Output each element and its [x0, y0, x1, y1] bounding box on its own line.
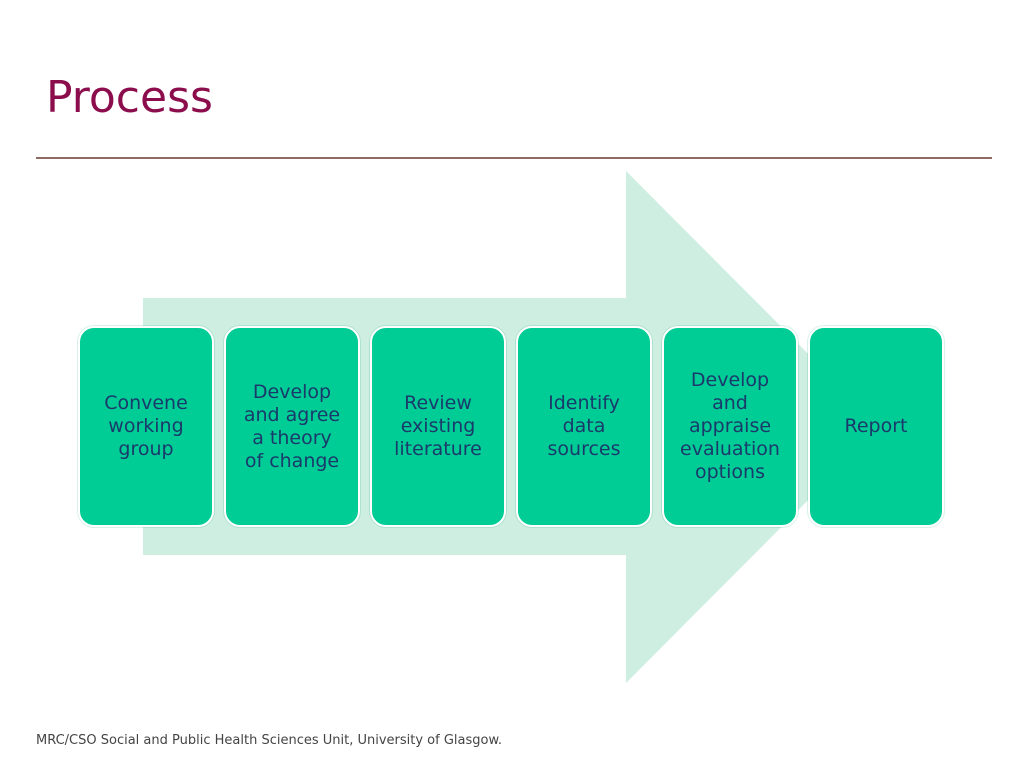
- arrow-shape: [143, 171, 881, 683]
- step-identify-data-sources: Identify data sources: [516, 326, 652, 527]
- slide-title: Process: [46, 72, 213, 123]
- title-divider: [36, 157, 992, 159]
- step-review-literature: Review existing literature: [370, 326, 506, 527]
- step-report: Report: [808, 326, 944, 527]
- step-theory-of-change: Develop and agree a theory of change: [224, 326, 360, 527]
- footer-credit: MRC/CSO Social and Public Health Science…: [36, 733, 503, 748]
- step-convene-working-group: Convene working group: [78, 326, 214, 527]
- step-evaluation-options: Develop and appraise evaluation options: [662, 326, 798, 527]
